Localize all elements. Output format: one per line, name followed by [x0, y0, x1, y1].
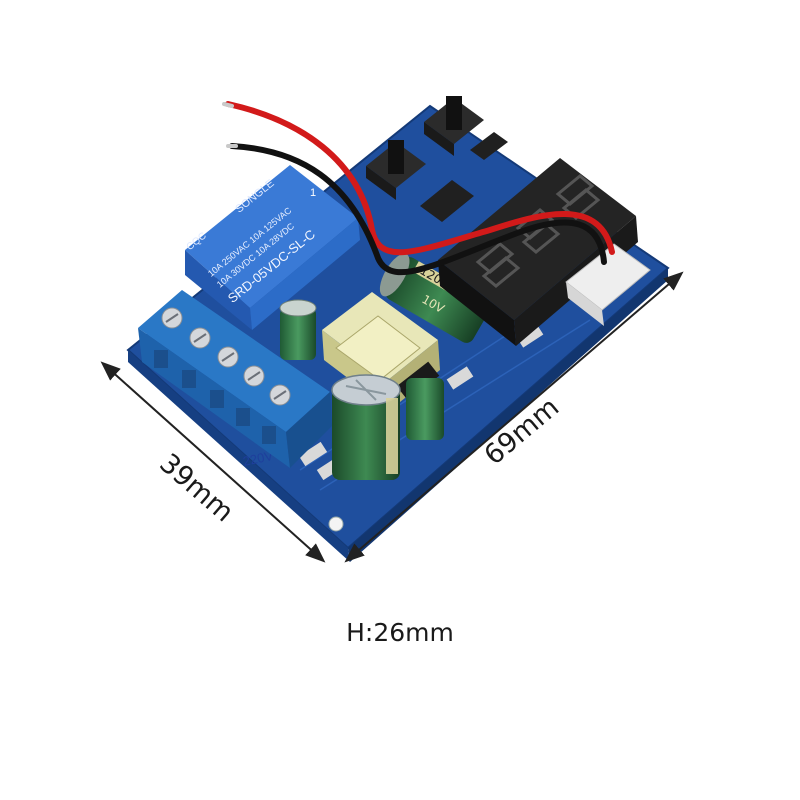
relay: SONGLE CQC 10A 250VAC 10A 125VAC 10A 30V… — [185, 165, 360, 330]
button-cap — [446, 96, 462, 130]
small-capacitor — [279, 299, 317, 360]
relay-pin-mark: 1 — [310, 187, 316, 199]
electrolytic-capacitor — [331, 374, 401, 480]
ic-chip — [420, 132, 508, 222]
green-capacitor — [406, 378, 444, 440]
push-button-1 — [366, 140, 426, 200]
button-cap — [388, 140, 404, 174]
height-dimension-label: H:26mm — [346, 618, 454, 647]
power-wires — [222, 101, 615, 276]
width-dimension-arrow — [100, 361, 326, 563]
mount-hole — [328, 516, 344, 532]
length-dimension-arrow — [344, 271, 684, 563]
width-dimension-label: 39mm — [153, 448, 239, 528]
push-button-2 — [424, 96, 484, 156]
